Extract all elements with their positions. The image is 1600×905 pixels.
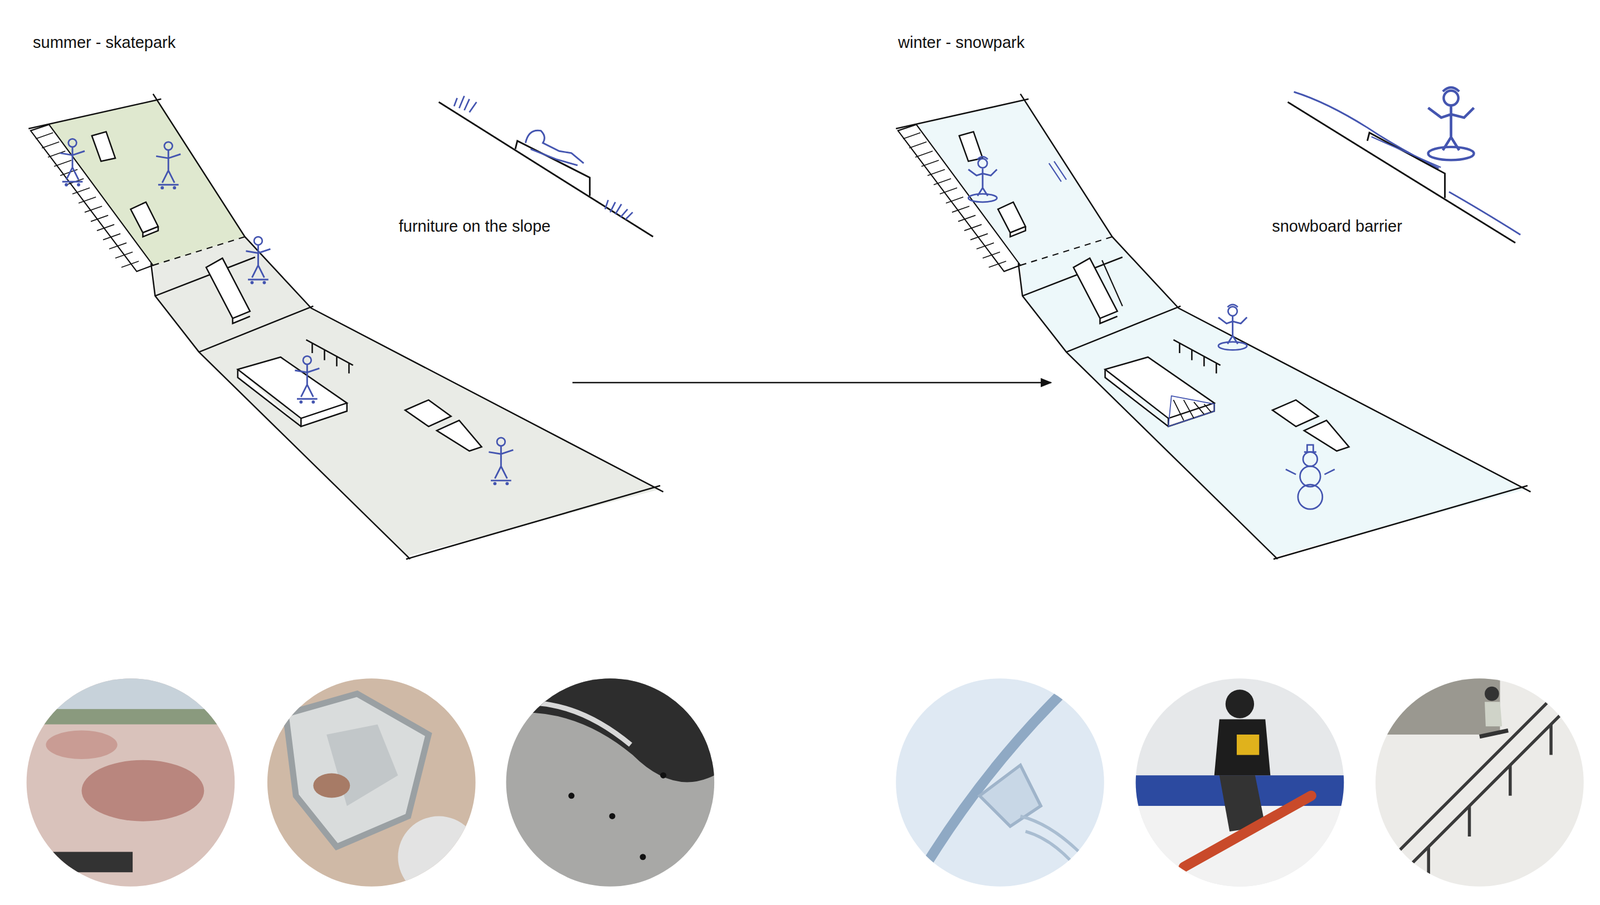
detail-caption: snowboard barrier (1271, 216, 1403, 237)
season-heading: summer - skatepark (32, 32, 176, 53)
season-heading: winter - snowpark (898, 32, 1025, 53)
detail-caption: furniture on the slope (398, 216, 551, 237)
